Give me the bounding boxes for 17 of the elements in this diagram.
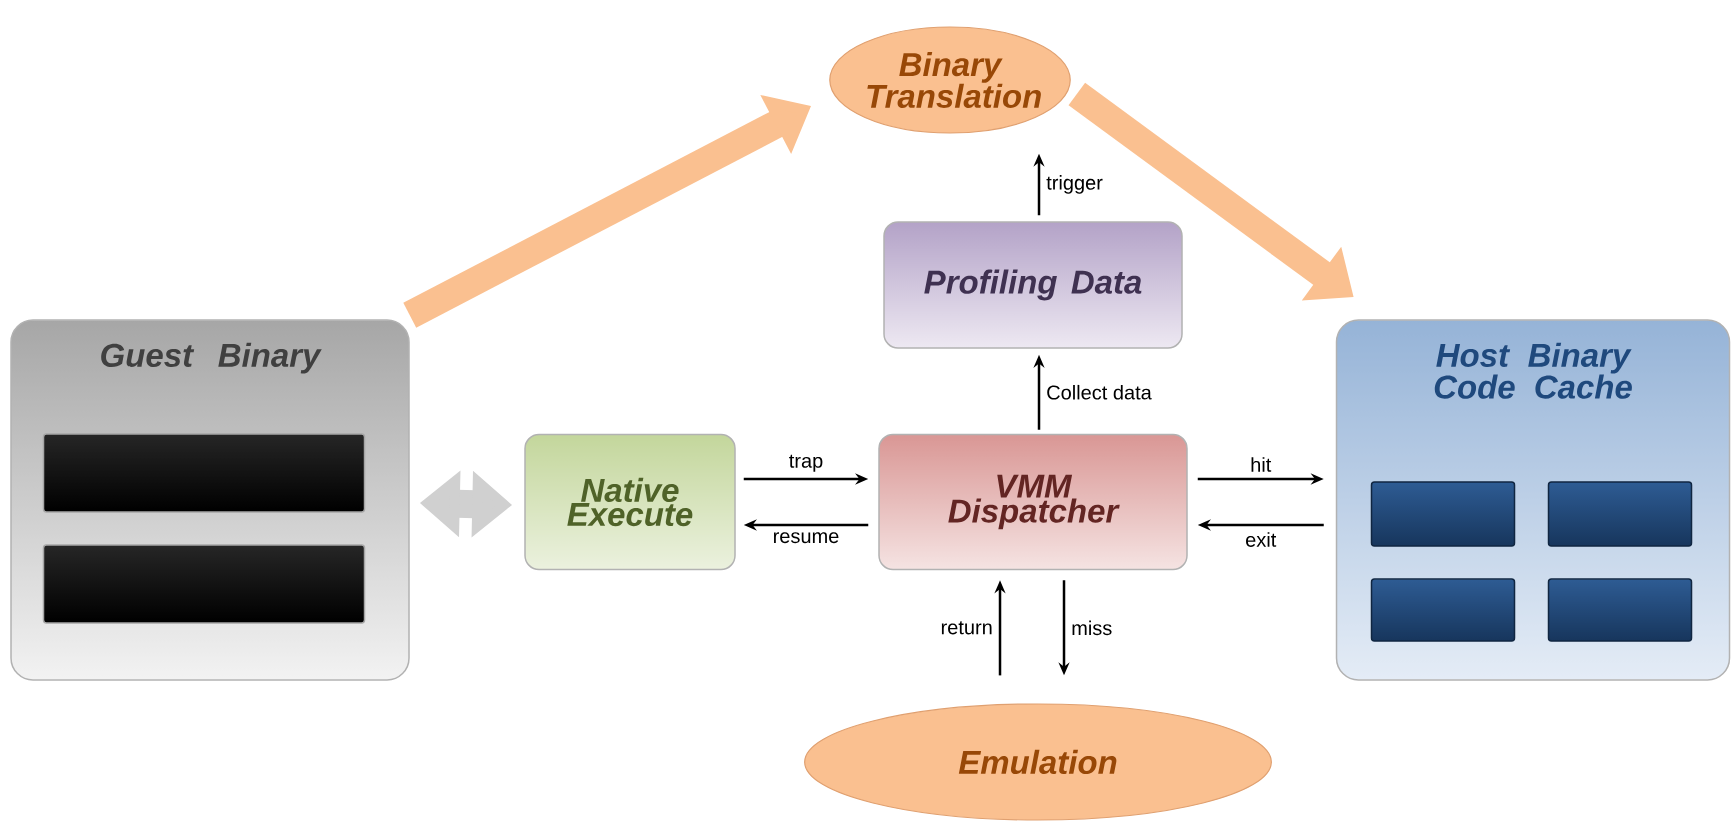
process-box: VMM Dispatcher <box>878 433 1188 571</box>
process-box: Native Execute <box>524 433 736 571</box>
edge-label: resume <box>770 530 842 546</box>
code-block <box>42 433 366 513</box>
edge-label: miss <box>1069 618 1115 638</box>
edge-label: trap <box>786 452 826 474</box>
code-block <box>1547 578 1693 642</box>
edge-label: hit <box>1248 455 1274 474</box>
process-box: Profiling Data <box>883 221 1183 349</box>
code-block <box>42 544 366 624</box>
code-block <box>1547 481 1693 547</box>
code-block <box>1370 481 1516 547</box>
code-block <box>1370 578 1516 642</box>
edge-label: exit <box>1243 530 1279 549</box>
edge-label: trigger <box>1044 173 1105 196</box>
edge-label: Collect data <box>1044 382 1154 402</box>
edge-label: return <box>938 619 995 637</box>
